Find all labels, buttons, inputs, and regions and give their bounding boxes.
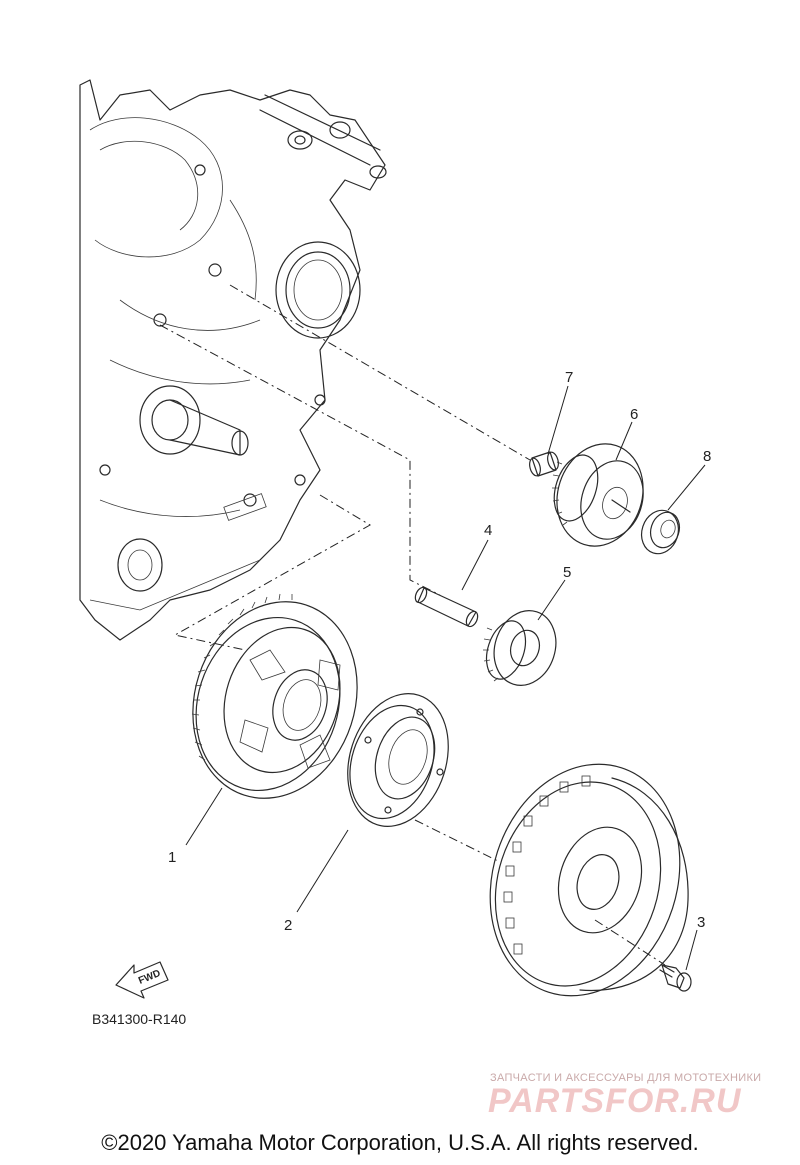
assembly-lines <box>159 284 666 966</box>
starter-clutch <box>347 693 449 827</box>
callout-6: 6 <box>630 406 638 423</box>
rotor <box>489 763 689 997</box>
leader-lines <box>185 385 706 971</box>
engine-crankcase <box>79 79 387 641</box>
callout-1: 1 <box>168 849 176 866</box>
watermark-subtitle: ЗАПЧАСТИ И АКСЕССУАРЫ ДЛЯ МОТОТЕХНИКИ <box>490 1072 762 1084</box>
needle-bearing <box>529 451 559 477</box>
callout-7: 7 <box>565 369 573 386</box>
fwd-arrow-icon: FWD <box>115 961 169 999</box>
watermark-logo: PARTSFOR.RU <box>488 1082 742 1120</box>
callout-8: 8 <box>703 448 711 465</box>
ball-bearing <box>640 509 681 555</box>
idler-gear-2 <box>483 610 557 686</box>
bolt <box>659 964 692 992</box>
diagram-code: B341300-R140 <box>92 1011 187 1027</box>
idler-shaft <box>414 586 479 628</box>
callout-numbers: 1 2 3 4 5 6 7 8 <box>168 369 711 934</box>
callout-3: 3 <box>697 914 705 931</box>
idler-gear-1 <box>552 443 644 547</box>
copyright-notice: ©2020 Yamaha Motor Corporation, U.S.A. A… <box>101 1130 699 1155</box>
callout-5: 5 <box>563 564 571 581</box>
starter-wheel-gear <box>191 593 358 799</box>
callout-2: 2 <box>284 917 292 934</box>
callout-4: 4 <box>484 522 492 539</box>
